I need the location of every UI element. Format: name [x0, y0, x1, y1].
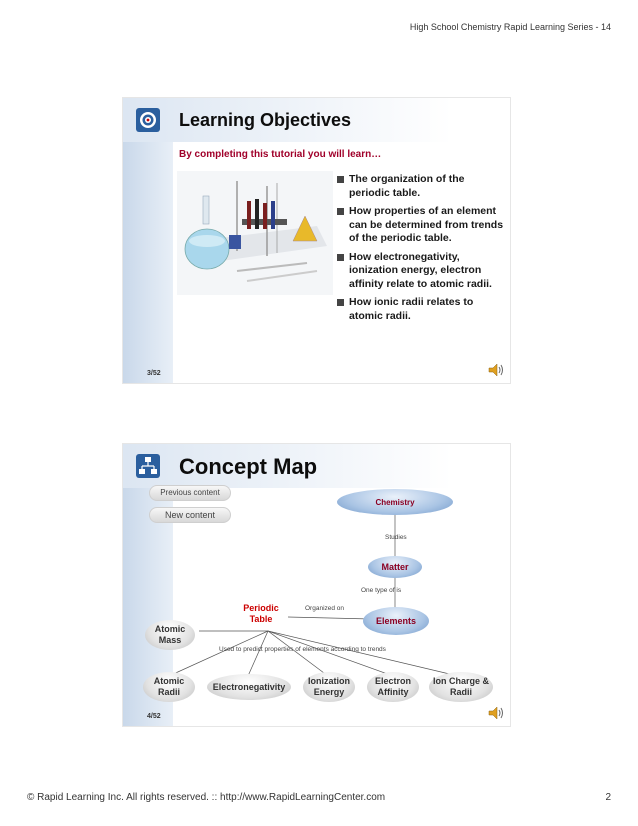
- slide-title-bar: [123, 98, 510, 142]
- speaker-icon[interactable]: [488, 706, 504, 720]
- edge-label-studies: Studies: [385, 534, 407, 541]
- lab-glassware-image: [177, 171, 333, 295]
- node-chemistry: Chemistry: [337, 489, 453, 515]
- node-periodic-table: Periodic Table: [243, 603, 279, 624]
- footer-page-number: 2: [605, 792, 611, 803]
- node-matter: Matter: [368, 556, 422, 578]
- legend-previous-content: Previous content: [149, 485, 231, 501]
- node-atomic-mass: Atomic Mass: [145, 620, 195, 650]
- slide-concept-map: Concept Map Previous content New content…: [122, 443, 511, 727]
- list-item: How properties of an element can be dete…: [337, 205, 507, 246]
- slide-subtitle: By completing this tutorial you will lea…: [179, 149, 382, 160]
- node-ionization-energy: Ionization Energy: [303, 672, 355, 702]
- slide-title: Learning Objectives: [179, 110, 352, 130]
- running-header: High School Chemistry Rapid Learning Ser…: [409, 22, 611, 32]
- slide-left-bar: [123, 98, 173, 383]
- target-icon: [136, 108, 160, 132]
- node-ion-charge-radii: Ion Charge & Radii: [429, 672, 493, 702]
- slide-page-number: 3/52: [147, 370, 161, 377]
- slide-page-number: 4/52: [147, 713, 161, 720]
- edge-label-organized-on: Organized on: [305, 605, 345, 612]
- legend-new-content: New content: [149, 507, 231, 523]
- node-electron-affinity: Electron Affinity: [367, 672, 419, 702]
- list-item: How electronegativity, ionization energy…: [337, 251, 507, 292]
- slide-title-bar: [123, 444, 510, 488]
- objectives-list: The organization of the periodic table. …: [337, 173, 507, 328]
- speaker-icon[interactable]: [488, 363, 504, 377]
- list-item: The organization of the periodic table.: [337, 173, 507, 200]
- slide-title: Concept Map: [179, 454, 318, 479]
- node-atomic-radii: Atomic Radii: [143, 672, 195, 702]
- footer-copyright: © Rapid Learning Inc. All rights reserve…: [27, 792, 386, 803]
- node-elements: Elements: [363, 607, 429, 635]
- concept-map-icon: [136, 454, 160, 478]
- slide-learning-objectives: Learning Objectives By completing this t…: [122, 97, 511, 384]
- concept-map-connectors: [168, 513, 459, 677]
- list-item: How ionic radii relates to atomic radii.: [337, 296, 507, 323]
- node-electronegativity: Electronegativity: [207, 674, 291, 700]
- edge-label-used-to-predict: Used to predict properties of elements a…: [219, 646, 386, 653]
- edge-label-one-type-of: One type of is: [361, 587, 402, 594]
